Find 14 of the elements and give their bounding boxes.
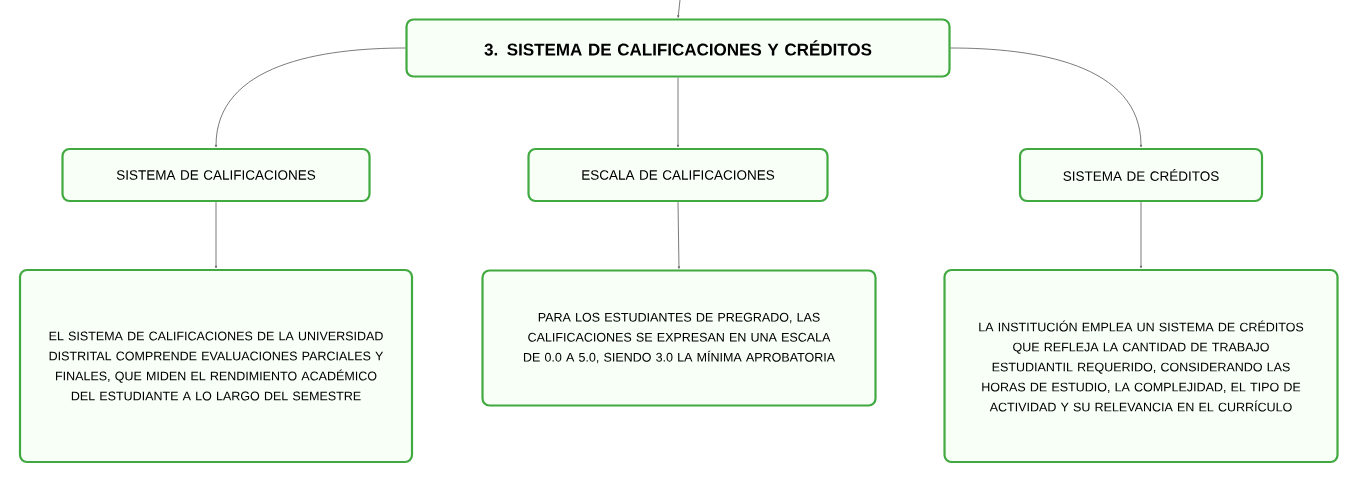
arrow <box>1139 201 1143 269</box>
arrow <box>676 77 680 148</box>
category-box: ESCALA DE CALIFICACIONES <box>527 147 829 203</box>
description-box: LA INSTITUCIÓN EMPLEA UN SISTEMA DE CRÉDITOS QUE REFLEJA LA CANTIDAD DE TRABAJO ESTUDIANTIL REQUERIDO, CONSIDERANDO LAS HORAS DE ESTUDIO, LA COMPLEJIDAD, EL TIPO DE ACTIVIDAD Y SU RELEVANCIA EN EL CURRÍCULO <box>943 268 1339 464</box>
arrow <box>214 47 406 148</box>
title-box: 3. SISTEMA DE CALIFICACIONES Y CRÉDITOS <box>405 18 951 78</box>
arrow <box>214 201 218 269</box>
arrow <box>950 47 1143 148</box>
arrow <box>677 201 681 269</box>
arrow <box>677 0 681 18</box>
description-box: PARA LOS ESTUDIANTES DE PREGRADO, LAS CALIFICACIONES SE EXPRESAN EN UNA ESCALA DE 0.0 A 5.0, SIENDO 3.0 LA MÍNIMA APROBATORIA <box>481 269 877 407</box>
category-box: SISTEMA DE CALIFICACIONES <box>61 147 371 203</box>
category-box: SISTEMA DE CRÉDITOS <box>1018 147 1264 203</box>
description-box: EL SISTEMA DE CALIFICACIONES DE LA UNIVERSIDAD DISTRITAL COMPRENDE EVALUACIONES PARCIALES Y FINALES, QUE MIDEN EL RENDIMIENTO ACADÉMICO DEL ESTUDIANTE A LO LARGO DEL SEMESTRE <box>18 268 414 464</box>
